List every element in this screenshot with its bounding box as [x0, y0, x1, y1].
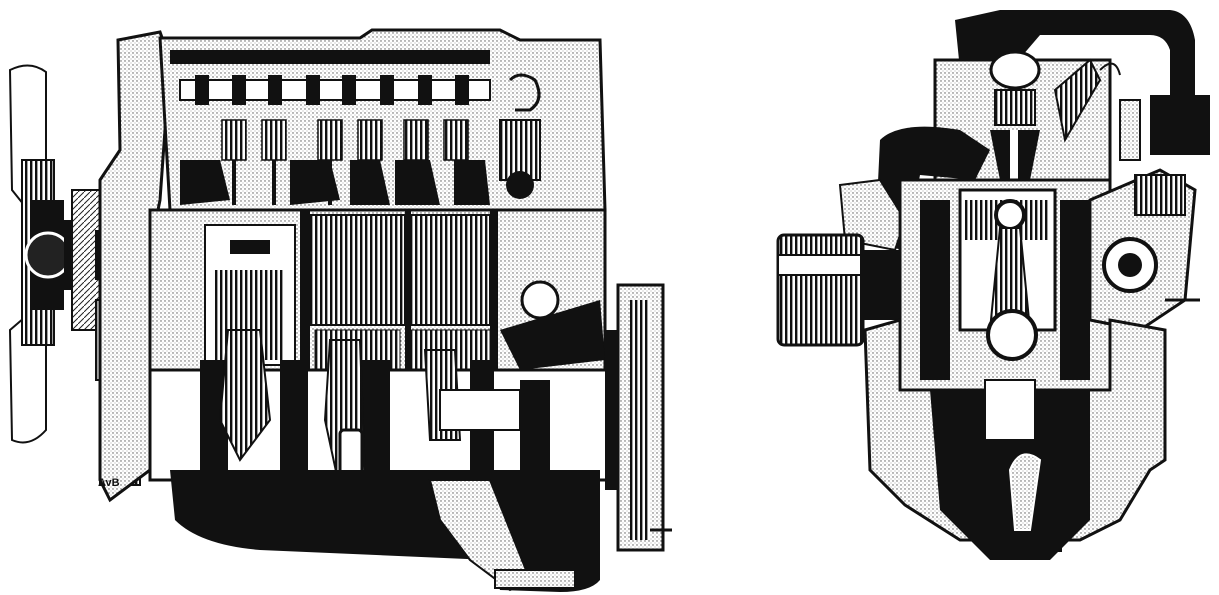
side-section-view: AvB [8, 28, 672, 592]
cooling-fan [8, 64, 72, 444]
front-section-view [776, 10, 1210, 560]
oil-filter [776, 233, 900, 347]
intake-manifold [955, 10, 1210, 161]
front-cylinder-block [898, 178, 1112, 392]
crankshaft [148, 329, 622, 492]
cylinder-block [148, 208, 607, 372]
injection-pump [1088, 168, 1200, 332]
flywheel [605, 283, 672, 552]
cylinder-head [158, 28, 607, 212]
illustrator-stamp: AvB [98, 477, 120, 489]
